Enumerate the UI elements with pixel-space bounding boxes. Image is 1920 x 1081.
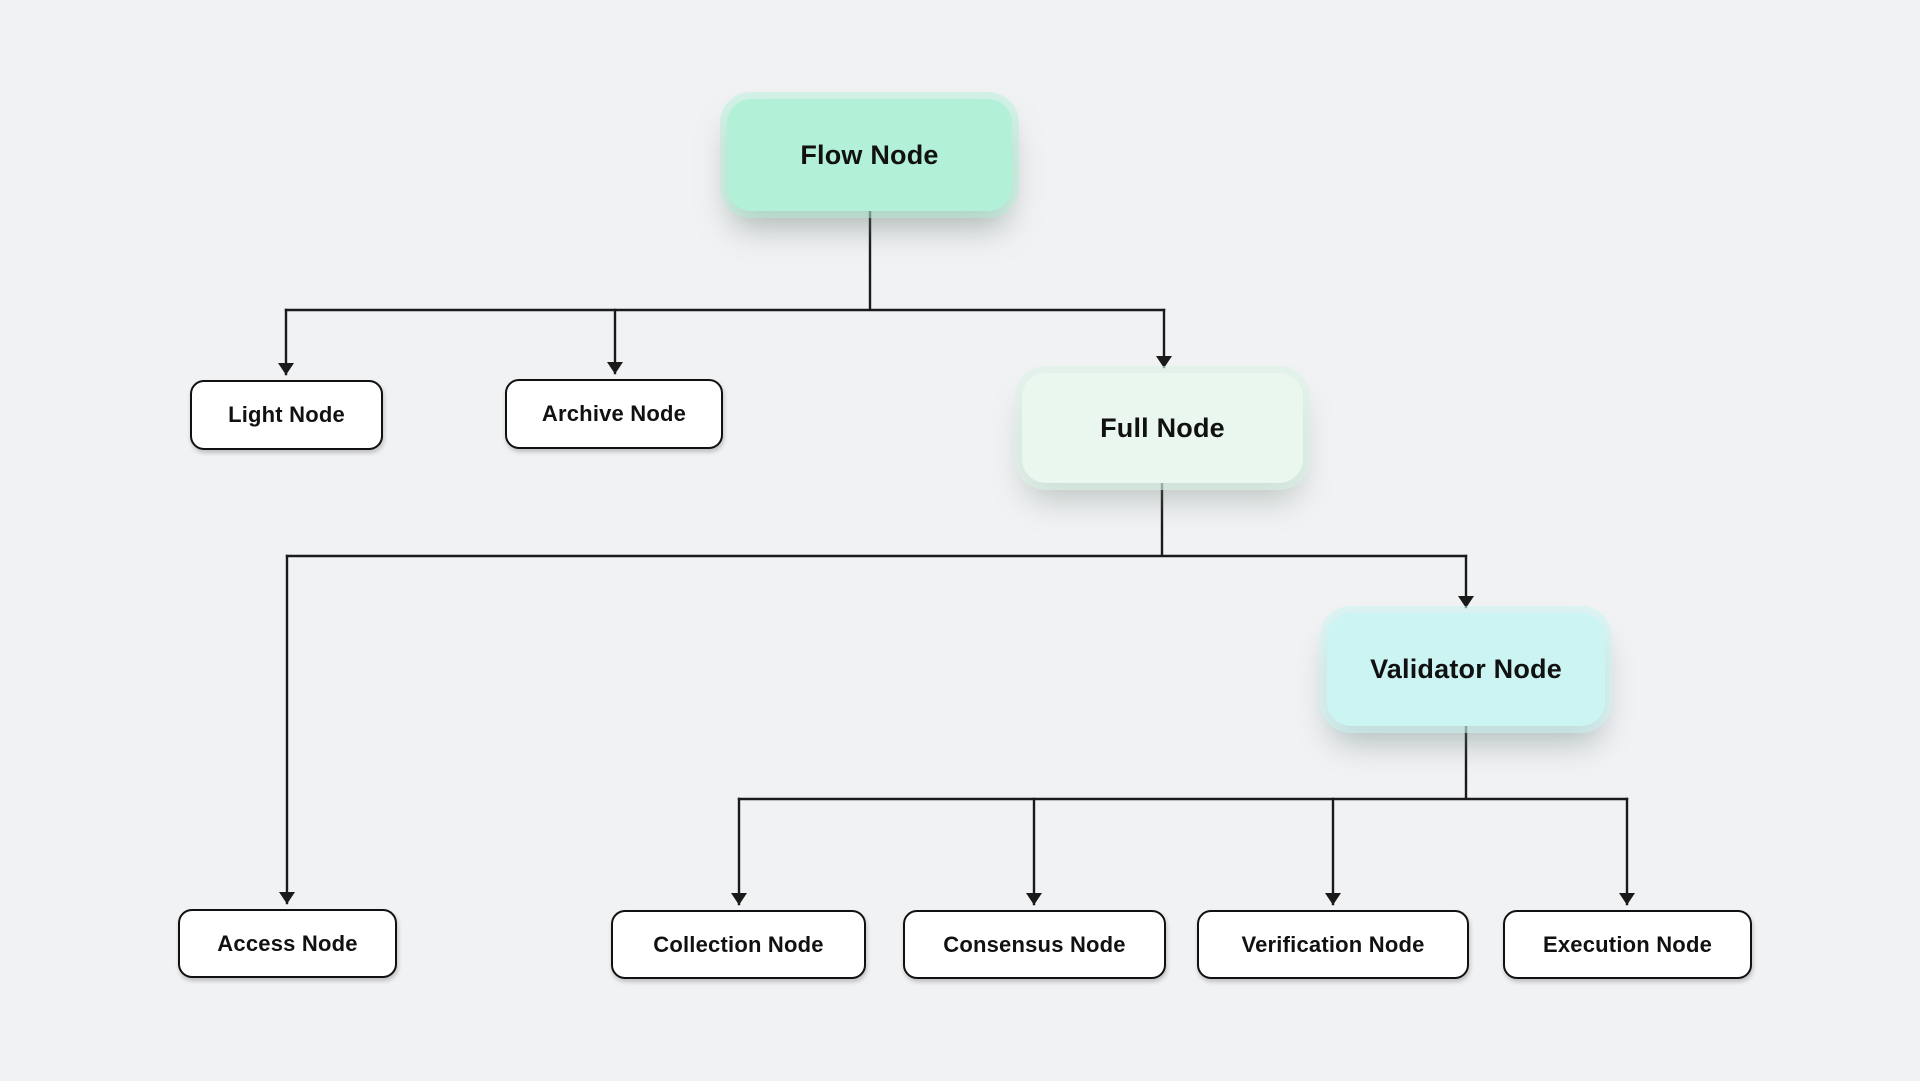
node-flow-label: Flow Node [800,139,939,170]
edge-rail-level1 [284,210,1166,312]
node-collection-label: Collection Node [653,931,824,957]
node-archive: Archive Node [505,379,723,449]
node-validator-label: Validator Node [1370,654,1562,684]
node-full-label: Full Node [1100,412,1225,443]
node-verification-label: Verification Node [1241,931,1425,957]
node-consensus: Consensus Node [903,910,1166,979]
node-execution: Execution Node [1503,910,1752,979]
node-access: Access Node [178,909,397,978]
edge-rail-level3 [737,725,1629,801]
node-archive-label: Archive Node [541,401,687,426]
node-light: Light Node [190,380,383,450]
node-consensus-label: Consensus Node [943,931,1126,957]
node-light-label: Light Node [228,402,345,427]
node-access-label: Access Node [217,930,358,956]
node-verification: Verification Node [1197,910,1469,979]
edge-rail-level2 [285,482,1468,558]
node-validator: Validator Node [1327,613,1605,726]
node-flow: Flow Node [727,99,1012,211]
node-full: Full Node [1022,373,1303,483]
node-collection: Collection Node [611,910,866,979]
node-execution-label: Execution Node [1542,931,1713,957]
